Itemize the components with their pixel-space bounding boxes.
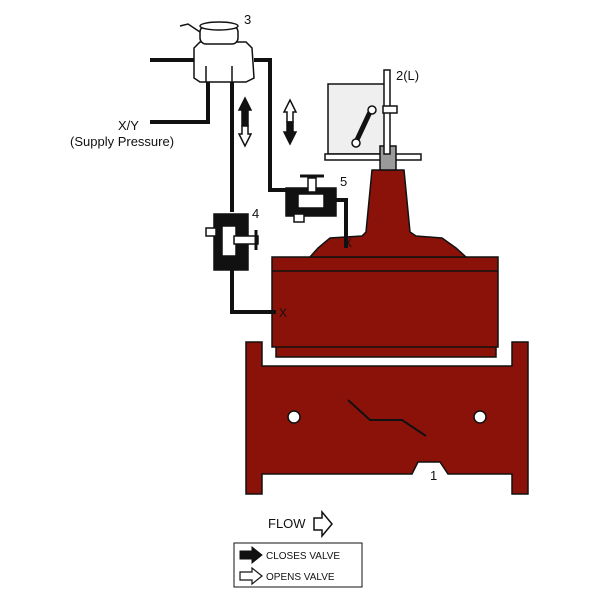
needle-valve-5-window	[297, 193, 325, 209]
label-port-x-upper: X	[344, 236, 352, 250]
solid-arrow-icon	[239, 545, 263, 565]
needle-valve-5-cap	[293, 213, 305, 223]
supply-port-line	[150, 82, 210, 124]
mounting-plate	[324, 153, 422, 161]
needle-valve-5-stem	[307, 177, 317, 193]
label-port-x-lower: X	[279, 306, 287, 320]
flange-bolt-hole-left	[287, 410, 301, 424]
hollow-arrow-icon	[239, 566, 263, 586]
switch-roller	[367, 105, 377, 115]
bonnet-dome	[308, 169, 468, 258]
limit-switch-assembly	[324, 69, 422, 171]
label-main-valve: 1	[430, 468, 437, 483]
direction-arrows-right	[282, 98, 298, 146]
solid-arrow-icon	[237, 96, 253, 127]
legend-opens-label: OPENS VALVE	[266, 572, 335, 583]
label-limit-switch: 2(L)	[396, 68, 419, 83]
lower-chamber-line-2	[230, 270, 276, 314]
label-needle-valve-5: 5	[340, 174, 347, 189]
upper-chamber-line-2	[334, 198, 348, 248]
legend: CLOSES VALVE OPENS VALVE	[233, 542, 363, 588]
flow-label: FLOW	[268, 516, 306, 531]
needle-valve-4-stem	[233, 235, 259, 245]
stem-collar	[382, 105, 398, 114]
needle-valve-4-cap	[205, 227, 217, 237]
solenoid-cap	[199, 21, 239, 31]
hollow-arrow-icon	[237, 125, 253, 148]
hollow-arrow-icon	[282, 98, 298, 123]
diaphragm-cover	[271, 256, 499, 348]
valve-body-lower	[245, 341, 529, 495]
needle-valve-4	[205, 213, 259, 271]
needle-valve-5	[285, 174, 337, 223]
legend-closes-label: CLOSES VALVE	[266, 551, 340, 562]
label-supply-caption: (Supply Pressure)	[70, 134, 174, 149]
direction-arrows-left	[237, 96, 253, 148]
flow-arrow-icon	[313, 509, 333, 539]
solenoid-housing	[193, 41, 255, 83]
valve-seat-line	[347, 399, 427, 437]
upper-chamber-line	[254, 58, 292, 192]
label-pilot-solenoid: 3	[244, 12, 251, 27]
pilot-tubing	[150, 58, 348, 314]
main-valve	[245, 169, 529, 495]
flange-bolt-hole-right	[473, 410, 487, 424]
solenoid-pilot	[179, 21, 255, 83]
label-supply-port: X/Y	[118, 118, 139, 133]
solenoid-wire	[179, 23, 201, 33]
switch-arm	[353, 110, 373, 144]
solid-arrow-icon	[282, 121, 298, 146]
flow-indicator: FLOW	[268, 509, 333, 539]
label-needle-valve-4: 4	[252, 206, 259, 221]
switch-pivot	[351, 138, 361, 148]
